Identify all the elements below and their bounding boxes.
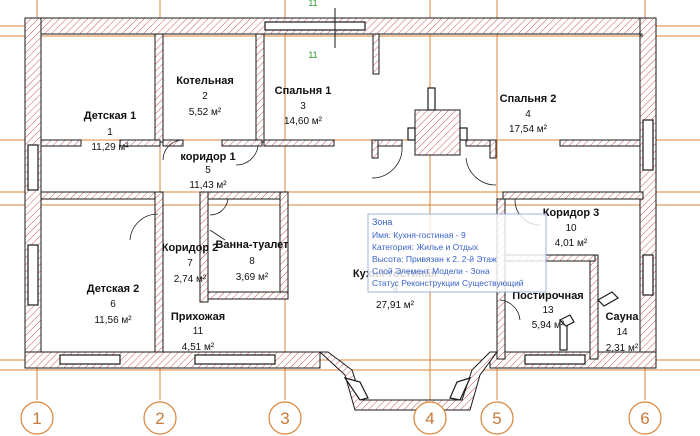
axis-label-4: 4: [425, 409, 434, 428]
axis-circle-6: [628, 401, 662, 435]
room-number: 10: [565, 223, 577, 234]
room-name: Коридор 2: [162, 242, 219, 254]
room-name: коридор 1: [180, 151, 235, 163]
tooltip-line: Имя: Кухня-гостиная - 9: [372, 230, 466, 240]
axis-label-5: 5: [492, 409, 501, 428]
room-vanna-tualet[interactable]: Ванна-туалет 8 3,69 м²: [215, 239, 289, 283]
room-koridor-2[interactable]: Коридор 2 7 2,74 м²: [162, 242, 219, 285]
room-name: Сауна: [605, 311, 639, 323]
room-name: Прихожая: [171, 311, 225, 323]
room-name: Спальня 1: [275, 85, 332, 97]
room-number: 8: [249, 256, 255, 267]
room-name: Коридор 3: [543, 207, 600, 219]
walls: [24, 17, 657, 411]
room-area: 17,54 м²: [509, 124, 548, 135]
room-number: 5: [205, 165, 211, 176]
axis-label-2: 2: [155, 409, 164, 428]
room-area: 27,91 м²: [376, 300, 415, 311]
room-postirochnaya[interactable]: Постирочная 13 5,94 м²: [512, 290, 583, 331]
room-spalnya-1[interactable]: Спальня 1 3 14,60 м²: [275, 85, 332, 127]
room-name: Детская 2: [87, 283, 140, 295]
section-marker: 11 11: [308, 0, 352, 60]
room-name: Постирочная: [512, 290, 583, 302]
axis-label-6: 6: [640, 409, 649, 428]
room-area: 11,29 м²: [91, 142, 129, 153]
room-koridor-1[interactable]: коридор 1 5 11,43 м²: [180, 151, 235, 191]
room-area: 2,74 м²: [174, 274, 207, 285]
section-mark-top: 11: [308, 0, 317, 8]
axis-markers: 1 2 3 4 5 6: [20, 401, 662, 435]
room-area: 3,69 м²: [236, 272, 269, 283]
axis-label-1: 1: [32, 409, 41, 428]
room-name: Детская 1: [84, 110, 137, 122]
room-number: 7: [187, 258, 193, 269]
axis-circle-5: [480, 401, 514, 435]
room-name: Ванна-туалет: [215, 239, 289, 251]
room-sauna[interactable]: Сауна 14 2,31 м²: [605, 311, 639, 354]
tooltip-line: Категория: Жилье и Отдых: [372, 242, 479, 252]
tooltip-line: Статус Реконструкции Существующий: [372, 278, 524, 288]
tooltip-line: Слой Элемент Модели - Зона: [372, 266, 490, 276]
room-labels: Детская 1 1 11,29 м² Котельная 2 5,52 м²…: [84, 75, 640, 354]
room-kotelnaya[interactable]: Котельная 2 5,52 м²: [176, 75, 234, 118]
room-detskaya-1[interactable]: Детская 1 1 11,29 м²: [84, 110, 137, 153]
room-number: 1: [107, 127, 113, 138]
axis-label-3: 3: [280, 409, 289, 428]
room-number: 2: [202, 91, 208, 102]
section-mark-bottom: 11: [308, 50, 317, 60]
room-number: 4: [525, 109, 531, 120]
tooltip-title: Зона: [372, 217, 392, 227]
tooltip-line: Высота: Привязан к 2. 2-й Этаж: [372, 254, 497, 264]
room-area: 4,01 м²: [555, 238, 588, 249]
axis-circle-2: [143, 401, 177, 435]
room-area: 5,52 м²: [189, 107, 222, 118]
room-area: 11,43 м²: [189, 180, 227, 191]
room-area: 11,56 м²: [94, 315, 132, 326]
room-koridor-3[interactable]: Коридор 3 10 4,01 м²: [543, 207, 600, 249]
room-area: 4,51 м²: [182, 342, 215, 353]
room-number: 14: [616, 327, 628, 338]
room-spalnya-2[interactable]: Спальня 2 4 17,54 м²: [500, 93, 557, 135]
room-number: 6: [110, 299, 116, 310]
axis-circle-1: [20, 401, 54, 435]
room-detskaya-2[interactable]: Детская 2 6 11,56 м²: [87, 283, 140, 326]
room-area: 2,31 м²: [606, 343, 639, 354]
room-prikhozhaya[interactable]: Прихожая 11 4,51 м²: [171, 311, 225, 353]
room-name: Спальня 2: [500, 93, 557, 105]
room-name: Котельная: [176, 75, 234, 87]
axis-circle-4: [413, 401, 447, 435]
axis-circle-3: [268, 401, 302, 435]
room-area: 14,60 м²: [284, 116, 323, 127]
zone-tooltip: Зона Имя: Кухня-гостиная - 9 Категория: …: [367, 213, 547, 293]
room-area: 5,94 м²: [532, 320, 565, 331]
room-number: 13: [542, 305, 554, 316]
room-number: 3: [300, 101, 306, 112]
room-number: 11: [193, 326, 204, 337]
